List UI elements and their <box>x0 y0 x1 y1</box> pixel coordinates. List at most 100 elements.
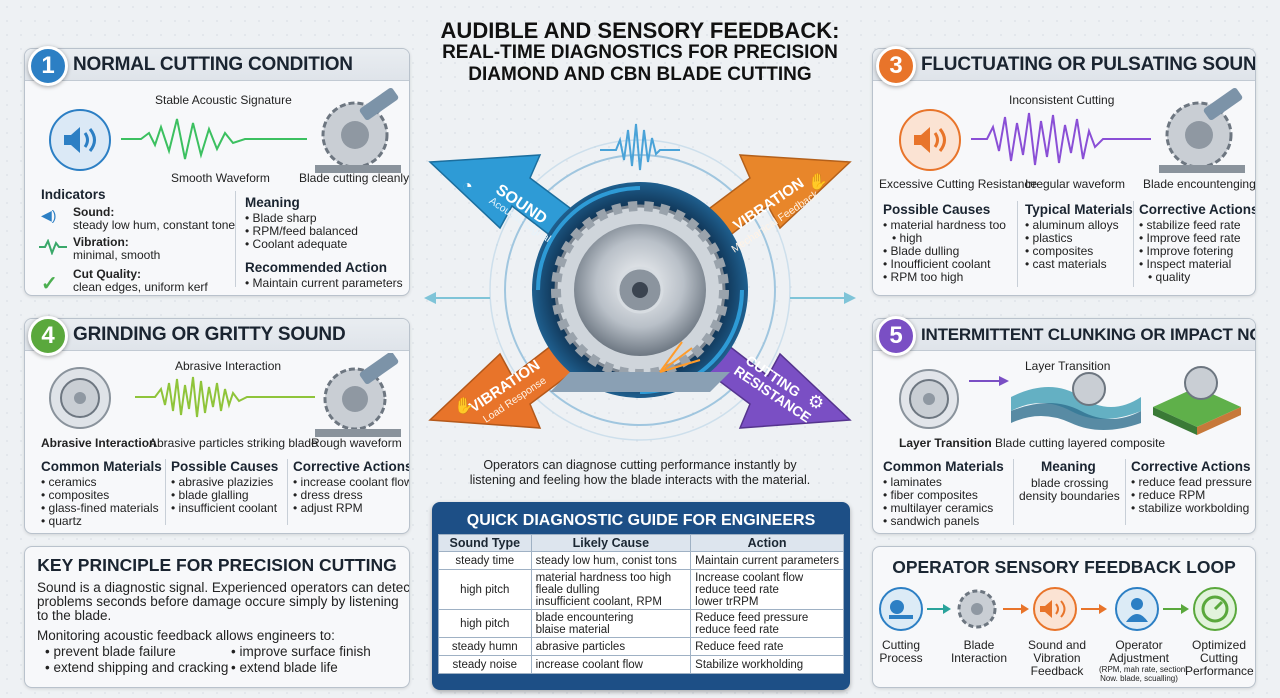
table-row: steady time steady low hum, conist tons … <box>438 551 844 570</box>
col-header-action: Action <box>690 534 844 552</box>
meaning-line-2: density boundaries <box>1019 489 1120 503</box>
bullet-item: • prevent blade failure <box>45 644 176 659</box>
sound-icon: ◀) <box>41 207 57 223</box>
blade-label: Rough waveform <box>311 436 402 450</box>
badge-3: 3 <box>876 46 916 86</box>
divider <box>1125 459 1126 525</box>
meaning-line-1: blade crossing <box>1031 476 1109 490</box>
irregular-waveform-icon <box>971 112 1151 166</box>
gauge-icon <box>1193 587 1237 631</box>
layered-composite-icon <box>1011 372 1141 430</box>
saw-blade-icon <box>1159 87 1245 173</box>
signature-label: Inconsistent Cutting <box>1009 93 1115 107</box>
hand-icon: ✋ <box>808 174 828 191</box>
ear-icon: ◔ <box>462 176 473 196</box>
col1-head: Common Materials <box>883 459 1004 474</box>
smooth-waveform-icon <box>121 118 307 160</box>
divider <box>235 191 236 287</box>
left-label: Excessive Cutting Resistance <box>879 177 1038 191</box>
disc-icon <box>899 369 959 429</box>
arrow-right-icon <box>927 604 951 614</box>
panel-title: GRINDING OR GRITTY SOUND <box>25 319 409 351</box>
title-line-1: AUDIBLE AND SENSORY FEEDBACK: <box>440 18 840 43</box>
loop-title: OPERATOR SENSORY FEEDBACK LOOP <box>892 557 1236 577</box>
speaker-icon <box>899 109 961 171</box>
left-label: Abrasive Interaction <box>41 436 157 450</box>
workpiece <box>550 372 730 392</box>
cutting-process-icon <box>879 587 923 631</box>
col3-list: stabilize feed rateImprove feed rateImpr… <box>1139 219 1241 284</box>
cut-quality-label: Cut Quality: <box>73 267 141 281</box>
arrow-right-icon <box>1003 604 1029 614</box>
page-title: AUDIBLE AND SENSORY FEEDBACK: REAL-TIME … <box>428 20 852 86</box>
col1-list: ceramicscompositesglass-fined materialsq… <box>41 476 159 528</box>
disc-icon <box>49 367 111 429</box>
principle-line-4: Monitoring acoustic feedback allows engi… <box>37 628 335 643</box>
divider <box>1013 459 1014 525</box>
arrow-right-icon <box>1163 604 1189 614</box>
blade-label: Blade cutting cleanly <box>299 171 410 185</box>
bullet-item: • improve surface finish <box>231 644 371 659</box>
col2-head: Typical Materials <box>1025 202 1133 217</box>
bullet-item: • extend shipping and cracking <box>45 660 229 675</box>
saw-blade-icon <box>315 87 401 173</box>
saw-blade <box>551 201 729 379</box>
waveform-label: Blade cutting layered composite <box>995 436 1166 450</box>
rotation-arc-left <box>536 186 641 291</box>
guide-title: QUICK DIAGNOSTIC GUIDE FOR ENGINEERS <box>466 512 816 529</box>
arrow-right-icon <box>969 376 1009 386</box>
col3-head: Corrective Actions <box>1139 202 1256 217</box>
badge-4: 4 <box>28 316 68 356</box>
panel-normal-cutting: NORMAL CUTTING CONDITION Stable Acoustic… <box>24 48 410 296</box>
checkmark-icon: ✓ <box>41 273 58 295</box>
table-row: steady humn abrasive particles Reduce fe… <box>438 637 844 656</box>
col3-head: Corrective Actions <box>1131 459 1251 474</box>
panel-clunking-noise: INTERMITTENT CLUNKING OR IMPACT NOISE La… <box>872 318 1256 534</box>
signature-label: Abrasive Interaction <box>175 359 282 373</box>
vibration-icon <box>39 239 67 255</box>
panel-fluctuating-sound: FLUCTUATING OR PULSATING SOUND Inconsist… <box>872 48 1256 296</box>
sparks <box>659 341 701 373</box>
blade-icon <box>955 587 999 631</box>
col-header-likely-cause: Likely Cause <box>530 534 692 552</box>
left-label: Layer Transition <box>899 436 992 450</box>
quick-diagnostic-guide: QUICK DIAGNOSTIC GUIDE FOR ENGINEERS Sou… <box>432 502 850 690</box>
col-header-sound-type: Sound Type <box>438 534 532 552</box>
col2-head: Meaning <box>1041 459 1096 474</box>
action-head: Recommended Action <box>245 260 388 275</box>
col1-list: material hardness toohighBlade dullingIn… <box>883 219 1006 284</box>
waveform-label: Smooth Waveform <box>171 171 270 185</box>
badge-5: 5 <box>876 316 916 356</box>
panel-grinding-sound: GRINDING OR GRITTY SOUND Abrasive Intera… <box>24 318 410 534</box>
central-blade-diagram <box>424 123 856 441</box>
cut-quality-value: clean edges, uniform kerf <box>73 280 208 294</box>
panel-title: INTERMITTENT CLUNKING OR IMPACT NOISE <box>873 319 1255 351</box>
arrow-right-icon <box>1081 604 1107 614</box>
principle-line-3: to the blade. <box>37 608 112 623</box>
gritty-waveform-icon <box>135 376 315 418</box>
panel-title: FLUCTUATING OR PULSATING SOUND <box>873 49 1255 81</box>
divider <box>1017 201 1018 287</box>
title-line-3: DIAMOND AND CBN BLADE CUTTING <box>468 64 812 85</box>
sound-value: steady low hum, constant tone <box>73 218 236 232</box>
waveform-label: Irregular waveform <box>1025 177 1126 191</box>
badge-1: 1 <box>28 46 68 86</box>
saw-blade-icon <box>315 353 401 437</box>
panel-title: NORMAL CUTTING CONDITION <box>25 49 409 81</box>
outer-ring <box>504 154 776 426</box>
vibration-value: minimal, smooth <box>73 248 161 262</box>
sound-feedback-icon <box>1033 587 1077 631</box>
bullet-item: • extend blade life <box>231 660 338 675</box>
action-list: Maintain current parameters <box>245 277 403 290</box>
col2-list: abrasive plaziziesblade glallinginsuffic… <box>171 476 278 515</box>
sound-label: Sound: <box>73 205 115 219</box>
col1-head: Possible Causes <box>883 202 991 217</box>
